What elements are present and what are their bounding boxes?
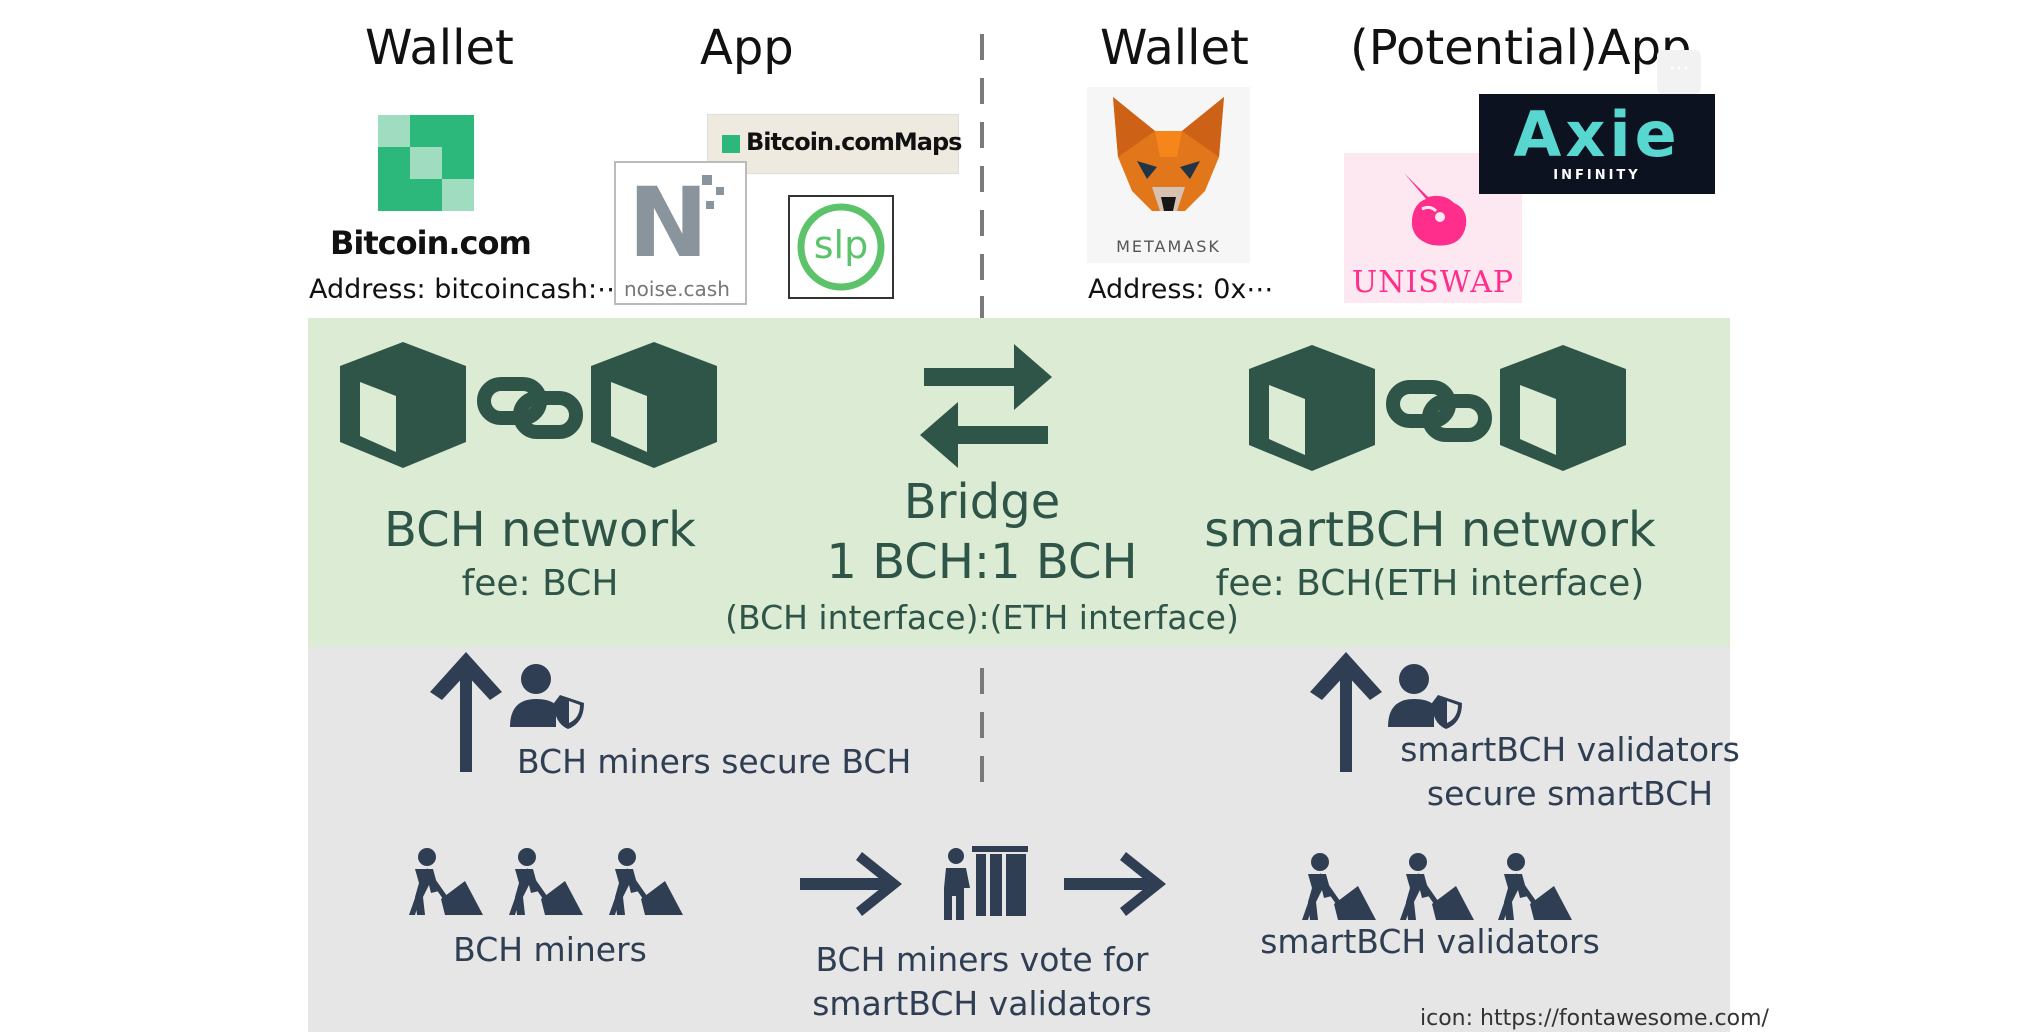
bch-security-label: BCH miners secure BCH [517,742,912,781]
bridge-ratio: 1 BCH:1 BCH [826,534,1138,590]
bch-user-shield-icon [510,663,586,729]
vote-arrow-left-icon [800,852,904,916]
bch-network-fee: fee: BCH [461,563,619,604]
noise-cash-logo: N noise.cash [614,161,747,305]
metamask-fox-icon [1113,97,1224,211]
axie-subtext: INFINITY [1553,168,1641,183]
vote-label-2: smartBCH validators [812,984,1152,1023]
smartbch-address: Address: 0x⋯ [1088,274,1274,305]
uniswap-text: UNISWAP [1351,265,1515,300]
bridge-interfaces: (BCH interface):(ETH interface) [725,598,1239,637]
slp-text: slp [813,223,869,267]
smartbch-security-label-2: secure smartBCH [1426,774,1714,813]
metamask-logo: METAMASK [1087,87,1250,263]
bch-blockchain-icon [338,338,728,474]
smartbch-network-fee: fee: BCH(ETH interface) [1215,563,1645,604]
axie-text: Axie [1513,98,1681,171]
smartbch-validators-icons [1298,850,1578,922]
bch-secure-arrow-icon [428,652,504,772]
left-app-header: App [700,20,794,76]
bch-miners-label: BCH miners [453,930,647,969]
bitcoin-com-maps-logo: Bitcoin.comMaps [707,114,962,174]
more-options-button[interactable]: ··· [1657,50,1701,94]
bch-miners-icons [405,845,685,917]
metamask-text: METAMASK [1116,237,1221,256]
vote-label-1: BCH miners vote for [815,940,1149,979]
bch-network-title: BCH network [384,502,696,558]
noise-cash-text: noise.cash [624,277,730,301]
right-app-header: (Potential)App [1350,20,1692,76]
bch-address: Address: bitcoincash:⋯ [309,274,625,305]
smartbch-blockchain-icon [1247,341,1637,477]
bitcoin-com-maps-text: Bitcoin.comMaps [746,128,962,156]
smartbch-security-label-1: smartBCH validators [1400,730,1740,769]
bridge-exchange-icon [918,340,1054,470]
left-wallet-header: Wallet [365,20,514,76]
vote-booth-icon [942,842,1030,920]
smartbch-network-title: smartBCH network [1204,502,1656,558]
smartbch-user-shield-icon [1388,663,1464,729]
bitcoin-com-logo-mark [378,115,474,211]
bridge-title: Bridge [903,474,1061,530]
smartbch-secure-arrow-icon [1308,652,1384,772]
icon-credit: icon: https://fontawesome.com/ [1420,1006,1769,1031]
axie-infinity-logo: Axie INFINITY [1479,94,1715,194]
vote-arrow-right-icon [1064,852,1168,916]
smartbch-validators-label: smartBCH validators [1260,922,1600,961]
bitcoin-com-logo-text: Bitcoin.com [330,224,532,262]
slp-logo: slp [788,195,894,299]
unicorn-icon [1404,173,1467,246]
noise-cash-letter-icon: N [628,167,709,279]
right-wallet-header: Wallet [1100,20,1249,76]
